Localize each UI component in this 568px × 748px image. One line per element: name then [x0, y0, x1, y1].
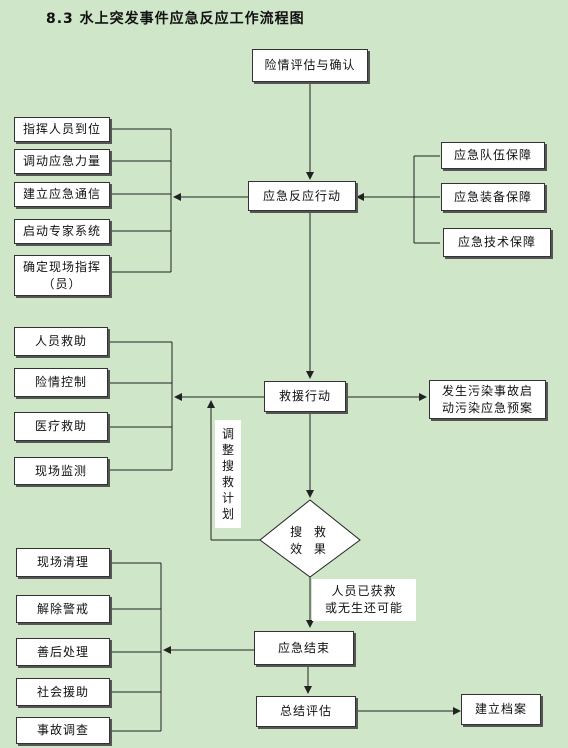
left3-item: 现场清理 [16, 548, 110, 577]
page-title: 8.3 水上突发事件应急反应工作流程图 [46, 11, 305, 27]
archive-box: 建立档案 [461, 694, 541, 725]
adjust-char: 划 [221, 507, 234, 521]
left2-item: 现场监测 [14, 457, 108, 485]
decision-label: 搜 救 效 果 [268, 522, 352, 560]
left3-item: 社会援助 [16, 678, 110, 706]
left2-item: 险情控制 [14, 368, 108, 397]
decision-line-1: 搜 救 [290, 525, 330, 539]
right1-item: 应急装备保障 [441, 183, 545, 211]
right1-item: 应急队伍保障 [441, 142, 545, 169]
response-action-box: 应急反应行动 [248, 181, 356, 211]
outcome-line-2: 或无生还可能 [324, 601, 403, 615]
left2-item: 人员救助 [14, 327, 108, 356]
risk-assessment-box: 险情评估与确认 [252, 49, 368, 82]
left1-item: 建立应急通信 [14, 182, 110, 207]
adjust-char: 搜 [221, 459, 234, 473]
adjust-char: 计 [221, 491, 234, 505]
outcome-label: 人员已获救 或无生还可能 [312, 579, 416, 621]
right1-item: 应急技术保障 [443, 228, 551, 257]
left3-item: 善后处理 [16, 638, 110, 666]
decision-line-2: 效 果 [290, 542, 330, 556]
adjust-char: 调 [221, 427, 234, 441]
outcome-line-1: 人员已获救 [331, 584, 397, 598]
pollution-plan-box: 发生污染事故启动污染应急预案 [429, 380, 546, 419]
left1-item: 启动专家系统 [14, 219, 110, 244]
left2-item: 医疗救助 [14, 412, 108, 441]
adjust-char: 整 [221, 443, 234, 457]
left1-item: 指挥人员到位 [14, 117, 110, 142]
left1-item: 确定现场指挥（员） [14, 255, 110, 296]
summary-evaluation-box: 总结评估 [256, 696, 356, 727]
rescue-action-box: 救援行动 [264, 381, 346, 412]
left3-item: 事故调查 [16, 717, 110, 744]
decision-diamond [259, 499, 361, 578]
left3-item: 解除警戒 [16, 595, 110, 623]
left1-item: 调动应急力量 [14, 149, 110, 174]
adjust-search-plan-label: 调 整 搜 救 计 划 [215, 420, 241, 528]
emergency-end-box: 应急结束 [254, 631, 354, 665]
adjust-char: 救 [221, 475, 234, 489]
